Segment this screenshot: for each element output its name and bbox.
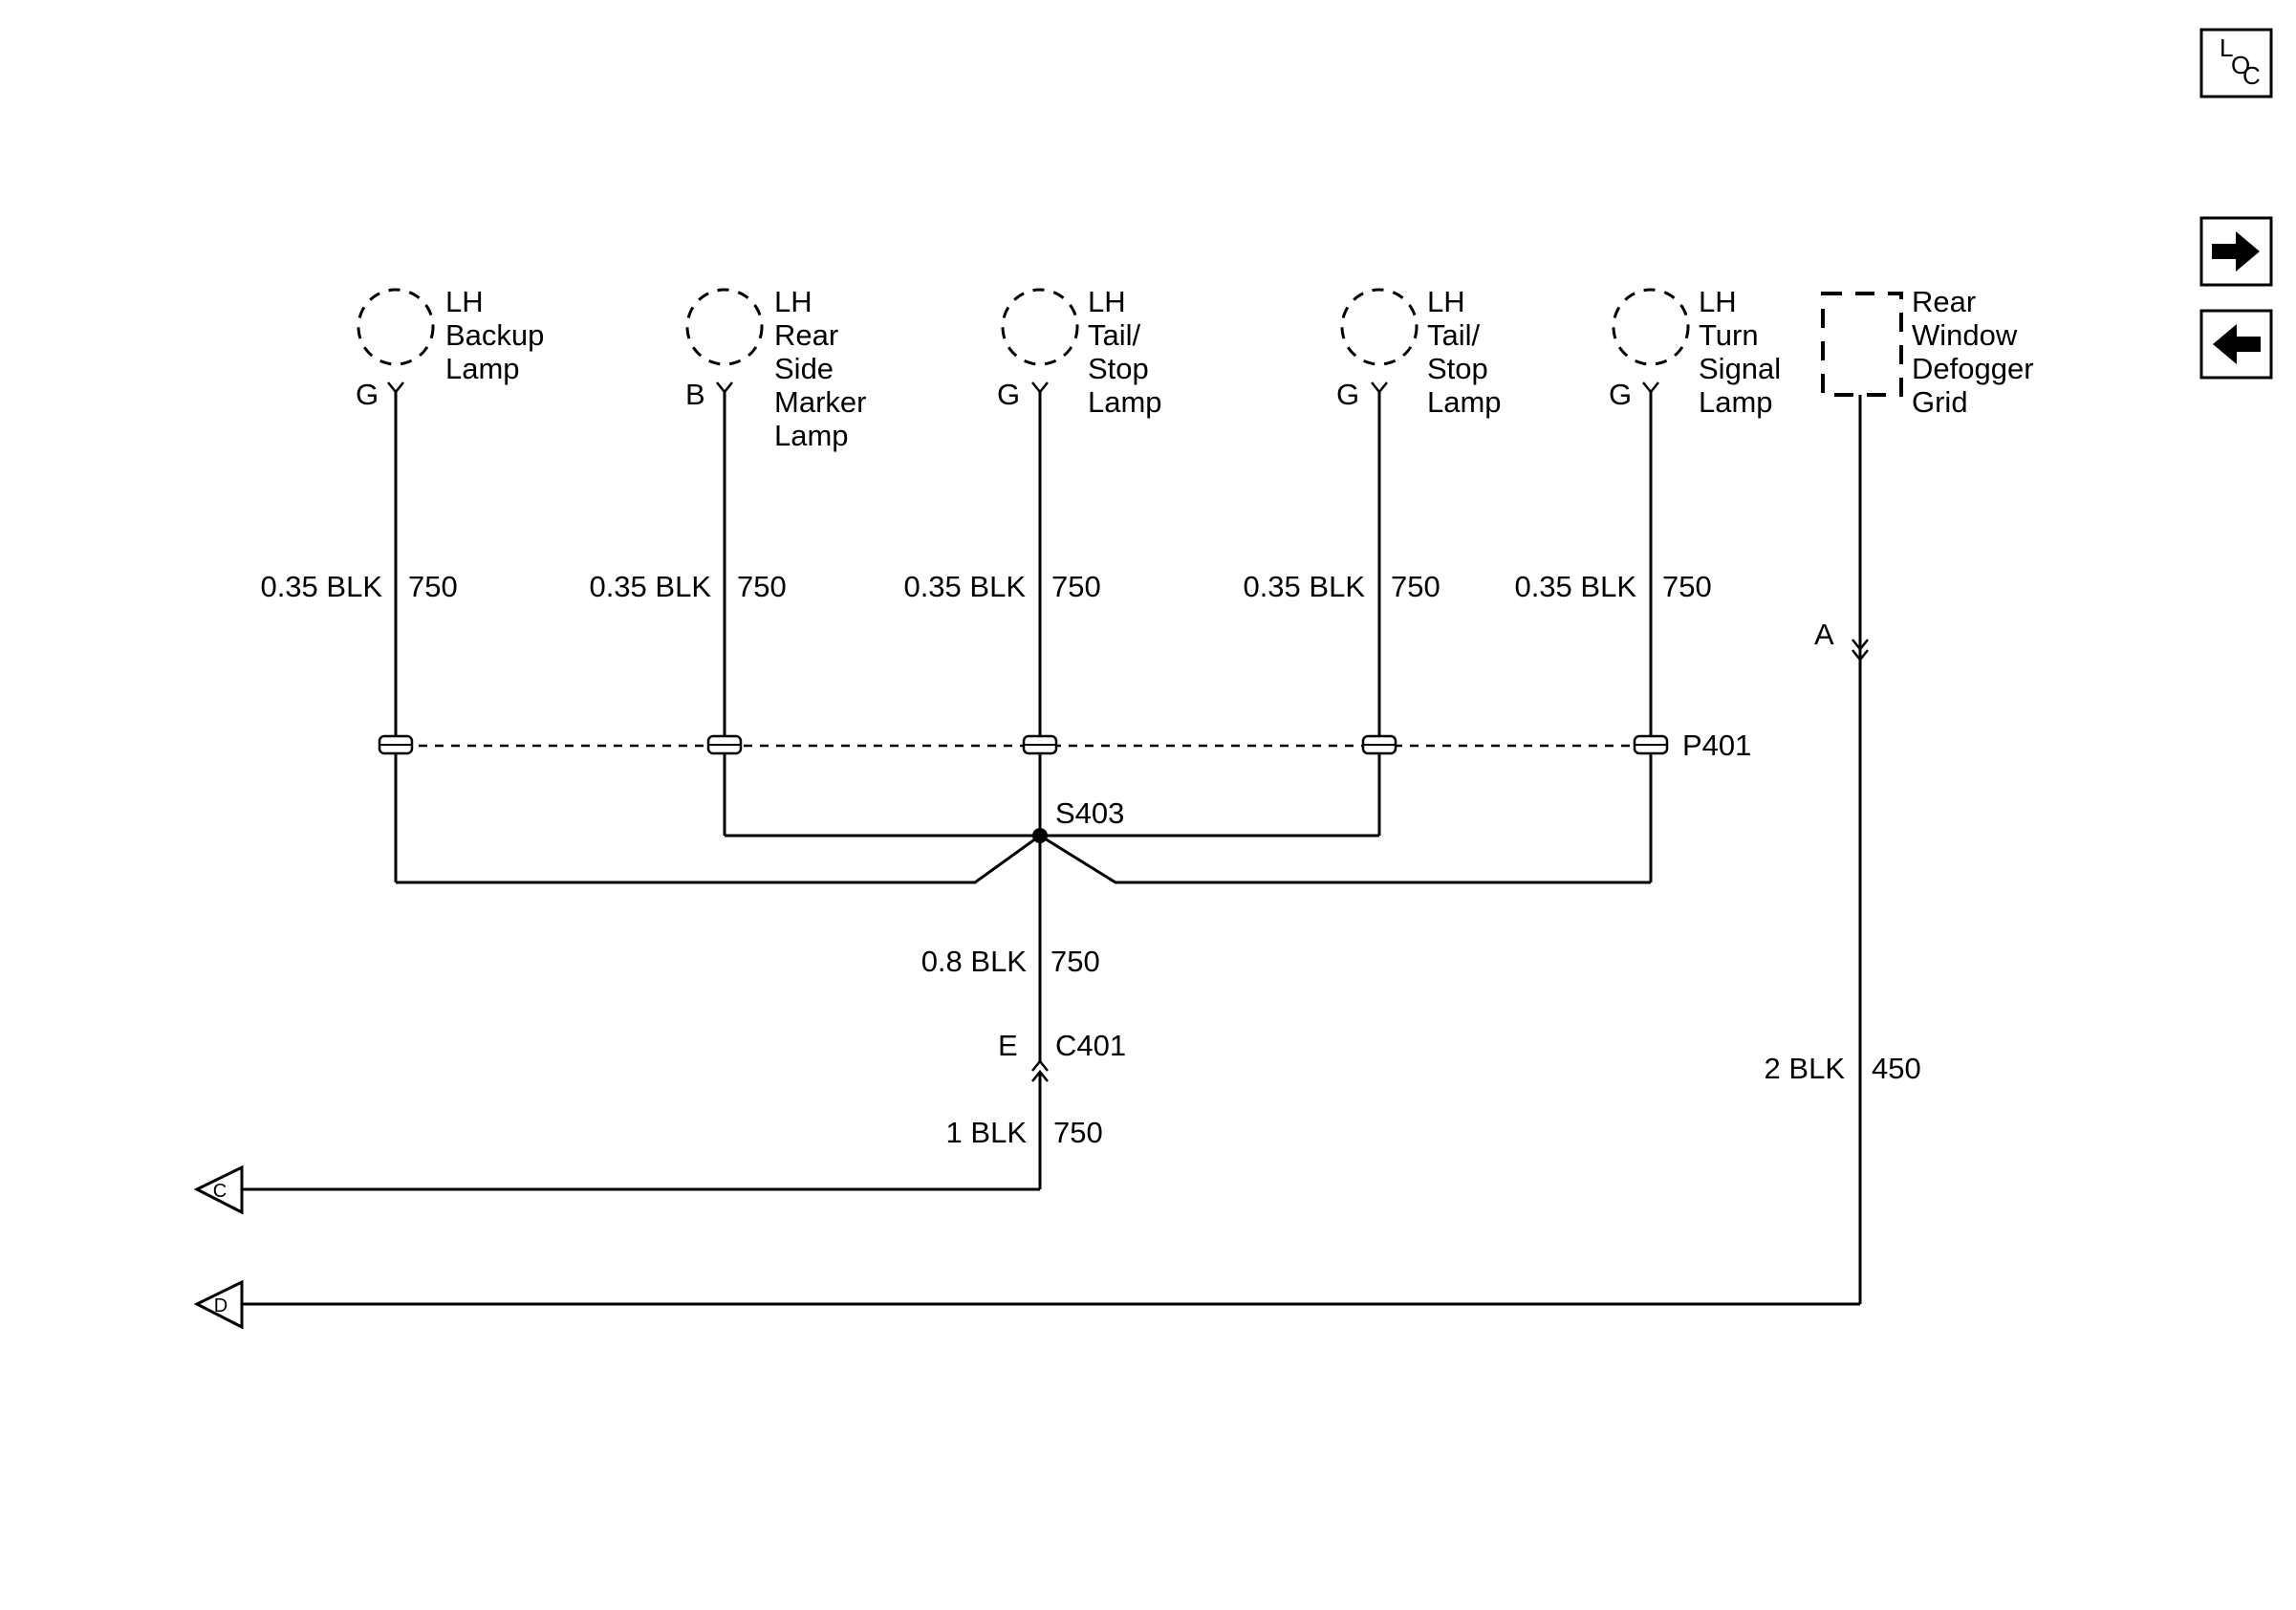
circuit-number-label: 750 <box>1051 945 1100 978</box>
component-label-line: Lamp <box>774 419 849 452</box>
component-label-line: Stop <box>1088 352 1149 385</box>
offpage-label: C <box>213 1181 227 1202</box>
circuit-number-label: 750 <box>1053 1116 1103 1149</box>
loc-letter-o: O <box>2231 51 2250 79</box>
pin-label: G <box>997 378 1020 411</box>
pin-label: B <box>685 378 705 411</box>
connector-label: C401 <box>1055 1029 1126 1062</box>
wire-size-label: 0.35 BLK <box>589 570 711 603</box>
lh-turn-signal-lamp: G LH Turn Signal Lamp 0.35 BLK 750 <box>1514 285 1781 603</box>
component-label-line: LH <box>1427 285 1465 318</box>
s403-splice: S403 <box>396 796 1651 884</box>
component-label-line: Side <box>774 352 834 385</box>
c401-connector: E C401 <box>998 1029 1126 1082</box>
circuit-number-label: 750 <box>1391 570 1440 603</box>
next-page-button[interactable] <box>2199 216 2273 287</box>
pin-label: G <box>1609 378 1632 411</box>
wire-size-label: 2 BLK <box>1765 1052 1846 1085</box>
p401-connector: P401 <box>378 729 1751 762</box>
rear-window-defogger-grid: Rear Window Defogger Grid A 2 BLK 450 <box>1765 285 2034 1304</box>
loc-button[interactable]: L O C <box>2199 28 2273 98</box>
component-label-line: Grid <box>1912 385 1968 419</box>
connector-symbol <box>1852 639 1869 652</box>
pin-label: E <box>998 1029 1018 1062</box>
connector-label: P401 <box>1682 729 1751 762</box>
component-label-line: Lamp <box>1427 385 1502 419</box>
lower-wire: 1 BLK 750 <box>242 1072 1103 1191</box>
component-label-line: Window <box>1912 318 2018 352</box>
lh-backup-lamp: G LH Backup Lamp 0.35 BLK 750 <box>260 285 544 603</box>
trunk-wire: 0.8 BLK 750 <box>921 836 1100 1061</box>
component-label-line: Marker <box>774 385 866 419</box>
component-label-line: Lamp <box>1699 385 1773 419</box>
component-label-line: LH <box>774 285 812 318</box>
component-label-line: Rear <box>1912 285 1976 318</box>
wire-size-label: 0.8 BLK <box>921 945 1028 978</box>
offpage-reference-d[interactable]: D <box>193 1279 244 1330</box>
component-label-line: Lamp <box>1088 385 1162 419</box>
component-label-line: Defogger <box>1912 352 2034 385</box>
pin-label: G <box>1336 378 1359 411</box>
lamp-ground-wires <box>394 392 1653 882</box>
circuit-number-label: 750 <box>737 570 787 603</box>
circuit-number-label: 750 <box>1662 570 1712 603</box>
pin-label: G <box>356 378 379 411</box>
circuit-number-label: 750 <box>1051 570 1101 603</box>
lh-tail-stop-lamp-1: G LH Tail/ Stop Lamp 0.35 BLK 750 <box>903 285 1161 603</box>
component-label-line: Stop <box>1427 352 1488 385</box>
pin-label: A <box>1814 618 1834 651</box>
splice-label: S403 <box>1055 796 1124 830</box>
component-label-line: LH <box>1088 285 1126 318</box>
lh-rear-side-marker-lamp: B LH Rear Side Marker Lamp 0.35 BLK 750 <box>589 285 866 603</box>
wire-size-label: 0.35 BLK <box>1514 570 1636 603</box>
component-label-line: Tail/ <box>1427 318 1481 352</box>
wire-size-label: 0.35 BLK <box>260 570 382 603</box>
circuit-number-label: 450 <box>1872 1052 1921 1085</box>
arrow-left-icon <box>2213 324 2261 364</box>
component-label-line: LH <box>445 285 484 318</box>
wire-size-label: 0.35 BLK <box>1243 570 1365 603</box>
component-label-line: Backup <box>445 318 544 352</box>
component-label-line: Tail/ <box>1088 318 1141 352</box>
loc-letter-l: L <box>2220 33 2233 62</box>
offpage-label: D <box>214 1295 227 1316</box>
previous-page-button[interactable] <box>2199 309 2273 380</box>
wire-size-label: 0.35 BLK <box>903 570 1026 603</box>
component-label-line: Rear <box>774 318 838 352</box>
component-label-line: Lamp <box>445 352 520 385</box>
offpage-reference-c[interactable]: C <box>193 1164 244 1215</box>
component-label-line: Signal <box>1699 352 1781 385</box>
lh-tail-stop-lamp-2: G LH Tail/ Stop Lamp 0.35 BLK 750 <box>1243 285 1501 603</box>
circuit-number-label: 750 <box>408 570 458 603</box>
loc-letter-c: C <box>2242 61 2261 90</box>
component-label-line: LH <box>1699 285 1737 318</box>
wire-size-label: 1 BLK <box>946 1116 1028 1149</box>
arrow-right-icon <box>2212 231 2260 272</box>
component-label-line: Turn <box>1699 318 1759 352</box>
